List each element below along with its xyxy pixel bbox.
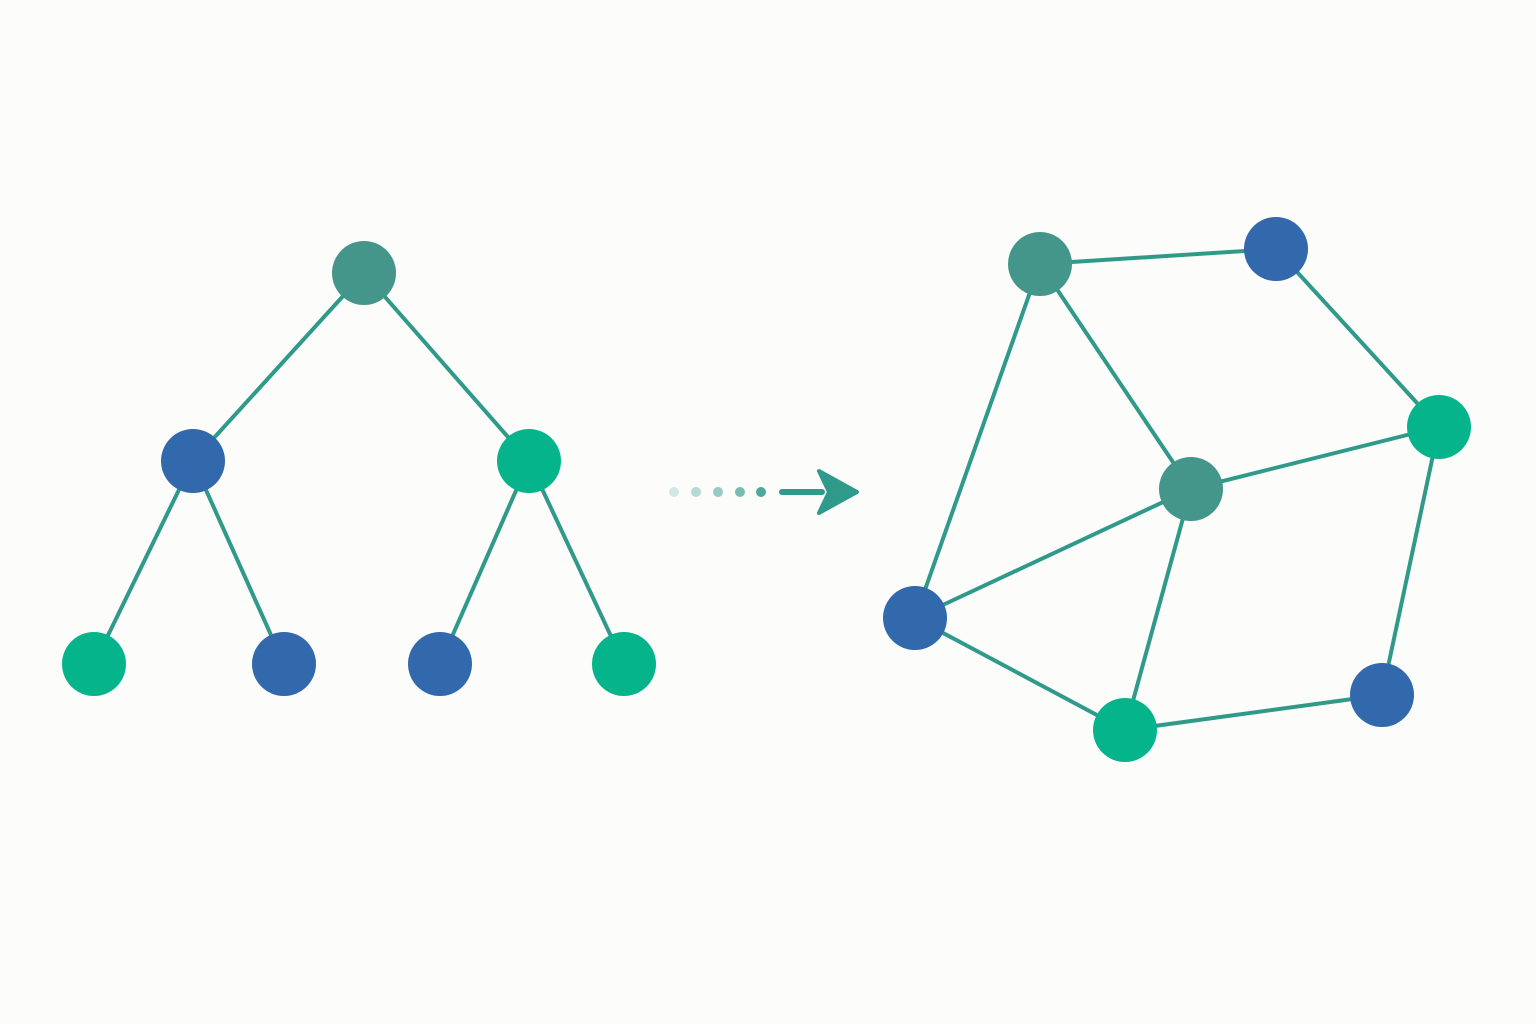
transition-dot-1: [669, 487, 679, 497]
graph-edge-g-left-g-bottom: [913, 616, 1127, 732]
transition-dot-4: [735, 487, 745, 497]
transition-dot-3: [713, 487, 723, 497]
tree-edges: [92, 271, 626, 666]
graph-edges: [913, 247, 1441, 732]
graph-edge-g-center-g-bottom: [1123, 487, 1193, 732]
transition-dots: [669, 487, 766, 497]
graph-node-g-bottom: [1093, 698, 1157, 762]
tree-edge-t-root-t-right: [362, 271, 531, 463]
graph-node-g-center: [1159, 457, 1223, 521]
graph-node-g-top-left: [1008, 232, 1072, 296]
tree-node-t-root: [332, 241, 396, 305]
transition-arrow: [669, 469, 859, 515]
tree-node-t-leaf-3: [408, 632, 472, 696]
graph-edge-g-top-left-g-top-right: [1038, 247, 1278, 266]
tree-edge-t-left-t-leaf-2: [191, 459, 286, 666]
tree-nodes: [62, 241, 656, 696]
tree-edge-t-right-t-leaf-4: [527, 459, 626, 666]
transition-dot-2: [691, 487, 701, 497]
graph-edge-g-right-g-bottom-right: [1380, 425, 1441, 697]
graph-diagram: [883, 217, 1471, 762]
graph-edge-g-top-right-g-right: [1274, 247, 1441, 429]
graph-node-g-top-right: [1244, 217, 1308, 281]
graph-node-g-left: [883, 586, 947, 650]
tree-edge-t-root-t-left: [191, 271, 366, 463]
tree-node-t-leaf-2: [252, 632, 316, 696]
arrow-head-icon: [817, 469, 859, 515]
graph-edge-g-top-left-g-left: [913, 262, 1042, 620]
graph-edge-g-center-g-left: [913, 487, 1193, 620]
graph-node-g-right: [1407, 395, 1471, 459]
graph-edge-g-top-left-g-center: [1038, 262, 1193, 491]
tree-node-t-leaf-1: [62, 632, 126, 696]
graph-edge-g-bottom-g-bottom-right: [1123, 693, 1384, 732]
tree-node-t-right: [497, 429, 561, 493]
transition-dot-5: [756, 487, 766, 497]
tree-node-t-leaf-4: [592, 632, 656, 696]
tree-edge-t-right-t-leaf-3: [438, 459, 531, 666]
tree-diagram: [62, 241, 656, 696]
tree-edge-t-left-t-leaf-1: [92, 459, 195, 666]
graph-node-g-bottom-right: [1350, 663, 1414, 727]
graph-nodes: [883, 217, 1471, 762]
graph-edge-g-center-g-right: [1189, 425, 1441, 491]
tree-node-t-left: [161, 429, 225, 493]
